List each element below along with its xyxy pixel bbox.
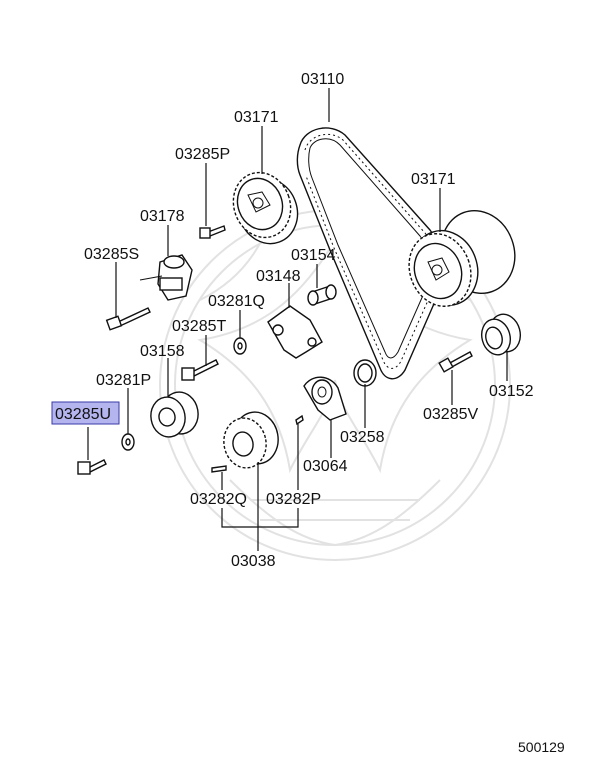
bolt-03285v [438, 351, 473, 373]
label-03258[interactable]: 03258 [340, 429, 385, 446]
label-03152[interactable]: 03152 [489, 383, 534, 400]
label-03171-right[interactable]: 03171 [411, 171, 456, 188]
label-03038[interactable]: 03038 [231, 553, 276, 570]
ring-03258 [353, 359, 377, 387]
label-03285p[interactable]: 03285P [175, 146, 230, 163]
bolt-03285t [181, 359, 219, 381]
bolt-03285p [199, 225, 226, 239]
leader-lines [87, 88, 508, 551]
washer-03281q [233, 337, 247, 355]
key-03282p [295, 414, 304, 426]
key-03282q [211, 465, 227, 473]
label-03178[interactable]: 03178 [140, 208, 185, 225]
label-03064[interactable]: 03064 [303, 458, 348, 475]
highlight-box [51, 401, 120, 425]
label-03282p[interactable]: 03282P [266, 491, 321, 508]
label-03282q[interactable]: 03282Q [190, 491, 247, 508]
camshaft-sprocket-right [408, 209, 516, 307]
stud-03154 [307, 284, 337, 306]
washer-03281p [121, 433, 135, 451]
label-03110[interactable]: 03110 [301, 71, 344, 88]
crank-plate [303, 376, 347, 421]
label-03285t[interactable]: 03285T [172, 318, 226, 335]
label-03285s[interactable]: 03285S [84, 246, 139, 263]
crank-sprocket [223, 411, 279, 469]
idler-pulley [150, 391, 199, 438]
bolt-03285u [77, 459, 107, 475]
label-03281p[interactable]: 03281P [96, 372, 151, 389]
diagram-code: 500129 [518, 739, 565, 755]
camshaft-sprocket-left [232, 171, 299, 245]
part-labels: 03110 03171 03171 03285P 03178 03285S 03… [55, 71, 534, 570]
label-03281q[interactable]: 03281Q [208, 293, 265, 310]
bracket-03148 [267, 305, 323, 359]
label-03285v[interactable]: 03285V [423, 406, 478, 423]
tensioner-arm [139, 254, 193, 301]
label-03171-left[interactable]: 03171 [234, 109, 279, 126]
label-03285u[interactable]: 03285U [55, 406, 111, 423]
label-03154[interactable]: 03154 [291, 247, 336, 264]
oil-seal [480, 313, 522, 356]
timing-belt [296, 127, 446, 380]
label-03158[interactable]: 03158 [140, 343, 185, 360]
bolt-03285s [105, 307, 151, 331]
label-03148[interactable]: 03148 [256, 268, 301, 285]
